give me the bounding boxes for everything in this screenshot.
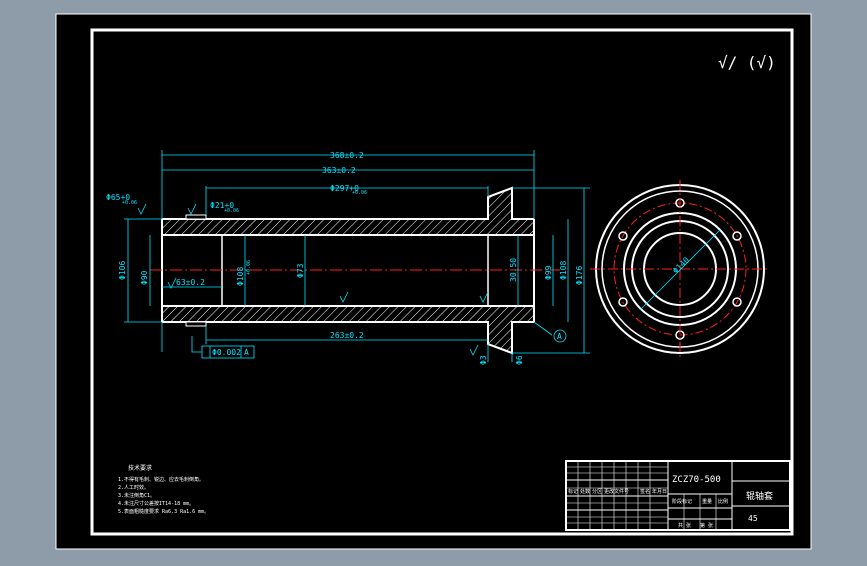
roughness-symbol: √/ (√) (718, 53, 776, 72)
title-block: 标记 处数 分区 更改文件号 签名 年月日 阶段标记 重量 比例 共 张 第 张… (565, 460, 791, 531)
technical-requirements: 技术要求 1.不得有毛刺、锐边、应去毛刺倒角。 2.人工时效。 3.未注倒角C1… (118, 464, 209, 515)
dim-bore-tol: +0.06 (352, 190, 367, 196)
part-outline-top (162, 186, 534, 220)
tech-req-item: 3.未注倒角C1。 (118, 492, 155, 499)
dim-flange-thk-2: Φ6 (515, 355, 524, 365)
dim-groove-tol: +0.06 (224, 208, 239, 214)
dim-overall-length: 368±0.2 (330, 151, 364, 160)
stage-label: 阶段标记 (672, 498, 692, 505)
dim-left-dia-tol: +0.06 (122, 200, 137, 206)
dim-bore-dia-1: Φ108 (236, 267, 245, 286)
tech-req-item: 5.表面粗糙度要求 Ra6.3 Ra1.6 mm。 (118, 508, 209, 515)
sheet-background (55, 13, 812, 550)
dim-inner-dia: Φ90 (140, 270, 149, 285)
row-label: 年月日 (652, 488, 667, 495)
dim-bottom-len: 263±0.2 (330, 331, 364, 340)
tech-req-title: 技术要求 (128, 464, 152, 472)
bottom-wall-hatch (162, 306, 534, 322)
dim-center-dia: Φ73 (296, 263, 305, 278)
sheet-total: 共 张 (678, 522, 691, 529)
tech-req-item: 2.人工时效。 (118, 484, 149, 491)
drawing-frame (90, 28, 794, 536)
row-label: 分区 (592, 488, 602, 495)
groove-bottom (185, 321, 207, 327)
dim-bore-dia-1-tol: +0.06 (246, 260, 252, 275)
datum-label: A (557, 332, 562, 341)
row-label: 更改文件号 (604, 488, 629, 495)
row-label: 处数 (580, 488, 590, 495)
dim-outer-dia: Φ106 (118, 261, 127, 280)
row-label: 标记 (568, 488, 578, 495)
dim-length-2: 363±0.2 (322, 166, 356, 175)
dim-flange-thk: Φ3 (479, 355, 488, 365)
drawing-number: ZCZ70-500 (672, 475, 721, 485)
weight-label: 重量 (702, 498, 712, 505)
part-name: 辊轴套 (746, 490, 773, 502)
part-outline-bottom (162, 321, 534, 355)
tech-req-item: 4.未注尺寸公差按IT14-18 mm。 (118, 500, 194, 507)
top-wall-hatch (162, 219, 534, 235)
dim-runout-datum: A (244, 348, 249, 357)
sheet-number: 第 张 (700, 522, 713, 529)
scale-label: 比例 (718, 498, 728, 505)
dim-bore-length: Φ297+0 (330, 184, 359, 193)
section-view: 368±0.2 363±0.2 Φ297+0 +0.06 Φ65+0 +0.06… (106, 150, 590, 365)
datum-circle (553, 329, 567, 343)
tech-req-item: 1.不得有毛刺、锐边、应去毛刺倒角。 (118, 476, 204, 483)
dim-left-dia: Φ65+0 (106, 193, 130, 202)
dim-groove-dia: Φ21+0 (210, 201, 234, 210)
dim-right-dia-1: Φ99 (544, 265, 553, 280)
material: 45 (748, 514, 758, 523)
row-label: 签名 (640, 488, 650, 495)
dim-counterbore-len: 63±0.2 (176, 278, 205, 287)
dim-runout-tol: Φ0.002 (212, 348, 241, 357)
dim-flange-dia: Φ176 (575, 266, 584, 285)
groove-top (185, 214, 207, 220)
dim-right-len: 30.50 (509, 258, 518, 282)
dim-right-dia-2: Φ108 (559, 261, 568, 280)
